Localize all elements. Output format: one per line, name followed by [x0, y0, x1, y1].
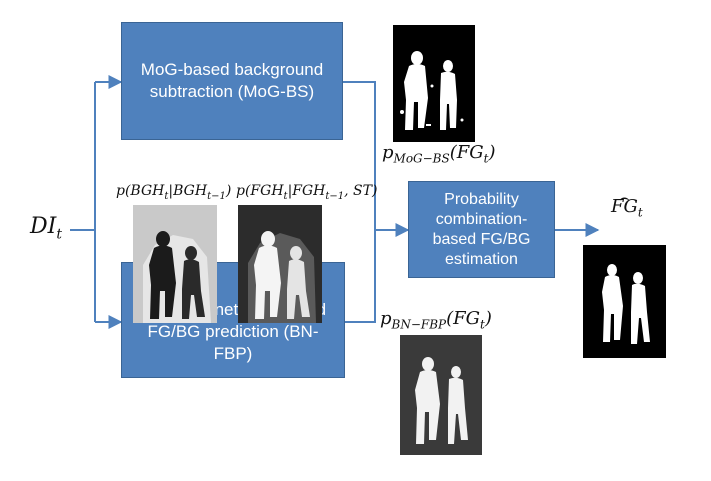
p-bgh-label: p(BGHt|BGHt−1): [116, 183, 232, 202]
mog-result-image: [393, 25, 475, 142]
final-fg-image: [583, 245, 666, 358]
combination-box: Probability combination- based FG/BG est…: [408, 181, 555, 278]
fgh-probability-image: [238, 205, 322, 323]
mog-bs-label: MoG-based background subtraction (MoG-BS…: [140, 60, 324, 101]
p-bn-label: pBN−FBP(FGt): [380, 308, 492, 332]
bgh-probability-image: [133, 205, 217, 323]
mog-bs-box: MoG-based background subtraction (MoG-BS…: [121, 22, 343, 140]
combination-label: Probability combination- based FG/BG est…: [432, 190, 531, 268]
bn-result-image: [400, 335, 482, 455]
output-hat: ⌢: [619, 188, 630, 207]
bn-output-line: [345, 230, 376, 323]
p-fgh-label: p(FGHt|FGHt−1, ST): [236, 183, 378, 202]
mog-output-line: [343, 81, 376, 230]
output-label: ⌢ FG t: [611, 188, 643, 220]
p-mog-label: pMoG−BS(FGt): [382, 142, 496, 166]
input-label: DIt: [30, 214, 62, 243]
